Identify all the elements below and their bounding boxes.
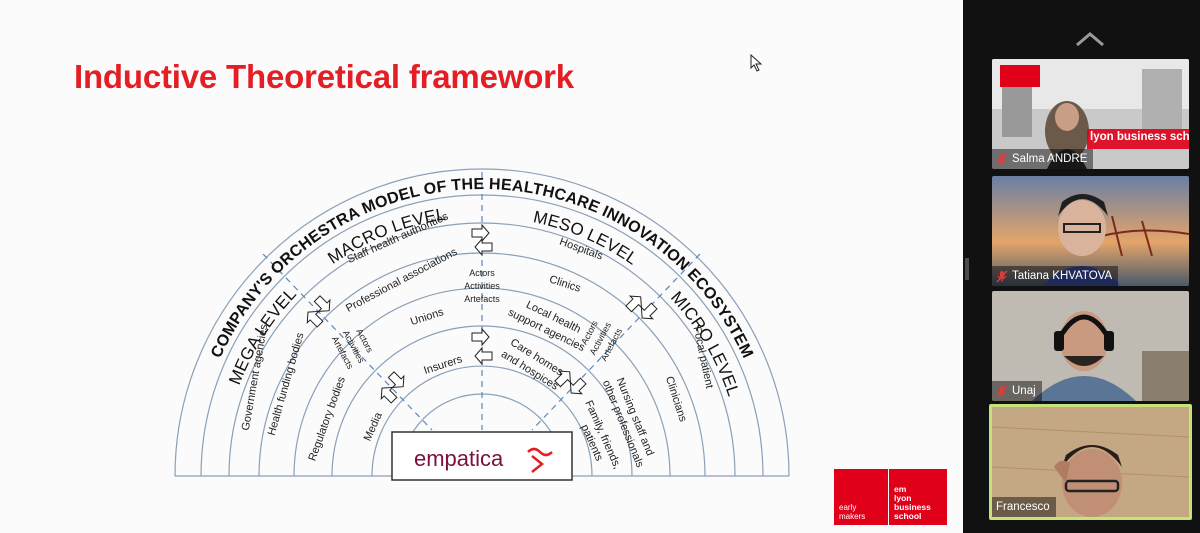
mic-muted-icon — [996, 385, 1008, 397]
item-unions: Unions — [409, 306, 446, 328]
item-clinics: Clinics — [548, 273, 583, 295]
empatica-brand: empatica — [414, 446, 504, 471]
panel-resize-handle[interactable] — [965, 258, 969, 280]
participant-name: Unaj — [1012, 385, 1036, 397]
participant-name: Francesco — [996, 501, 1050, 513]
ecosystem-diagram: COMPANY'S ORCHESTRA MODEL OF THE HEALTHC… — [174, 168, 790, 481]
item-regulatory-bodies: Regulatory bodies — [306, 375, 348, 463]
svg-text:Activities: Activities — [464, 281, 500, 291]
video-feed — [992, 176, 1189, 286]
empatica-logo-box — [391, 431, 573, 481]
participant-namebar: Salma ANDRE — [992, 149, 1094, 169]
empatica-heart-icon — [527, 447, 553, 473]
participant-namebar: Tatiana KHVATOVA — [992, 266, 1119, 286]
participant-namebar: Francesco — [992, 497, 1056, 517]
mic-muted-icon — [996, 270, 1008, 282]
svg-text:Artefacts: Artefacts — [464, 294, 500, 304]
early-makers-block: early makers — [834, 469, 889, 525]
participant-namebar: Unaj — [992, 381, 1042, 401]
center-actors-label: Actors Activities Artefacts — [464, 268, 500, 304]
exchange-arrows — [306, 223, 658, 404]
video-feed — [992, 59, 1189, 169]
background-overlay-text: lyon business school — [1090, 131, 1189, 143]
video-tile-salma[interactable]: lyon business school Salma ANDRE — [992, 59, 1189, 169]
em-lyon-block: em lyon business school — [889, 469, 947, 525]
video-feed — [992, 291, 1189, 401]
item-health-funding-bodies: Health funding bodies — [266, 331, 307, 437]
slide-title: Inductive Theoretical framework — [74, 58, 574, 95]
left-actors-label: Actors Activities Artefacts — [330, 327, 375, 371]
em-lyon-logo: early makers em lyon business school — [834, 469, 947, 525]
svg-text:Actors: Actors — [469, 268, 495, 278]
mouse-cursor-icon — [750, 54, 763, 72]
video-tile-tatiana[interactable]: Tatiana KHVATOVA — [992, 176, 1189, 286]
video-feed — [992, 407, 1189, 517]
diagram-dividers — [262, 172, 701, 431]
item-clinicians: Clinicians — [663, 375, 689, 424]
mic-muted-icon — [996, 153, 1008, 165]
right-actors-label: Actors Activities Artefacts — [579, 319, 624, 363]
participant-name: Tatiana KHVATOVA — [1012, 270, 1113, 282]
item-media: Media — [362, 410, 386, 443]
chevron-up-icon[interactable] — [1074, 30, 1106, 48]
presentation-slide: Inductive Theoretical framework COMPANY'… — [0, 0, 963, 533]
video-tile-francesco[interactable]: Francesco — [989, 404, 1192, 520]
video-tile-unaj[interactable]: Unaj — [992, 291, 1189, 401]
participant-name: Salma ANDRE — [1012, 153, 1088, 165]
